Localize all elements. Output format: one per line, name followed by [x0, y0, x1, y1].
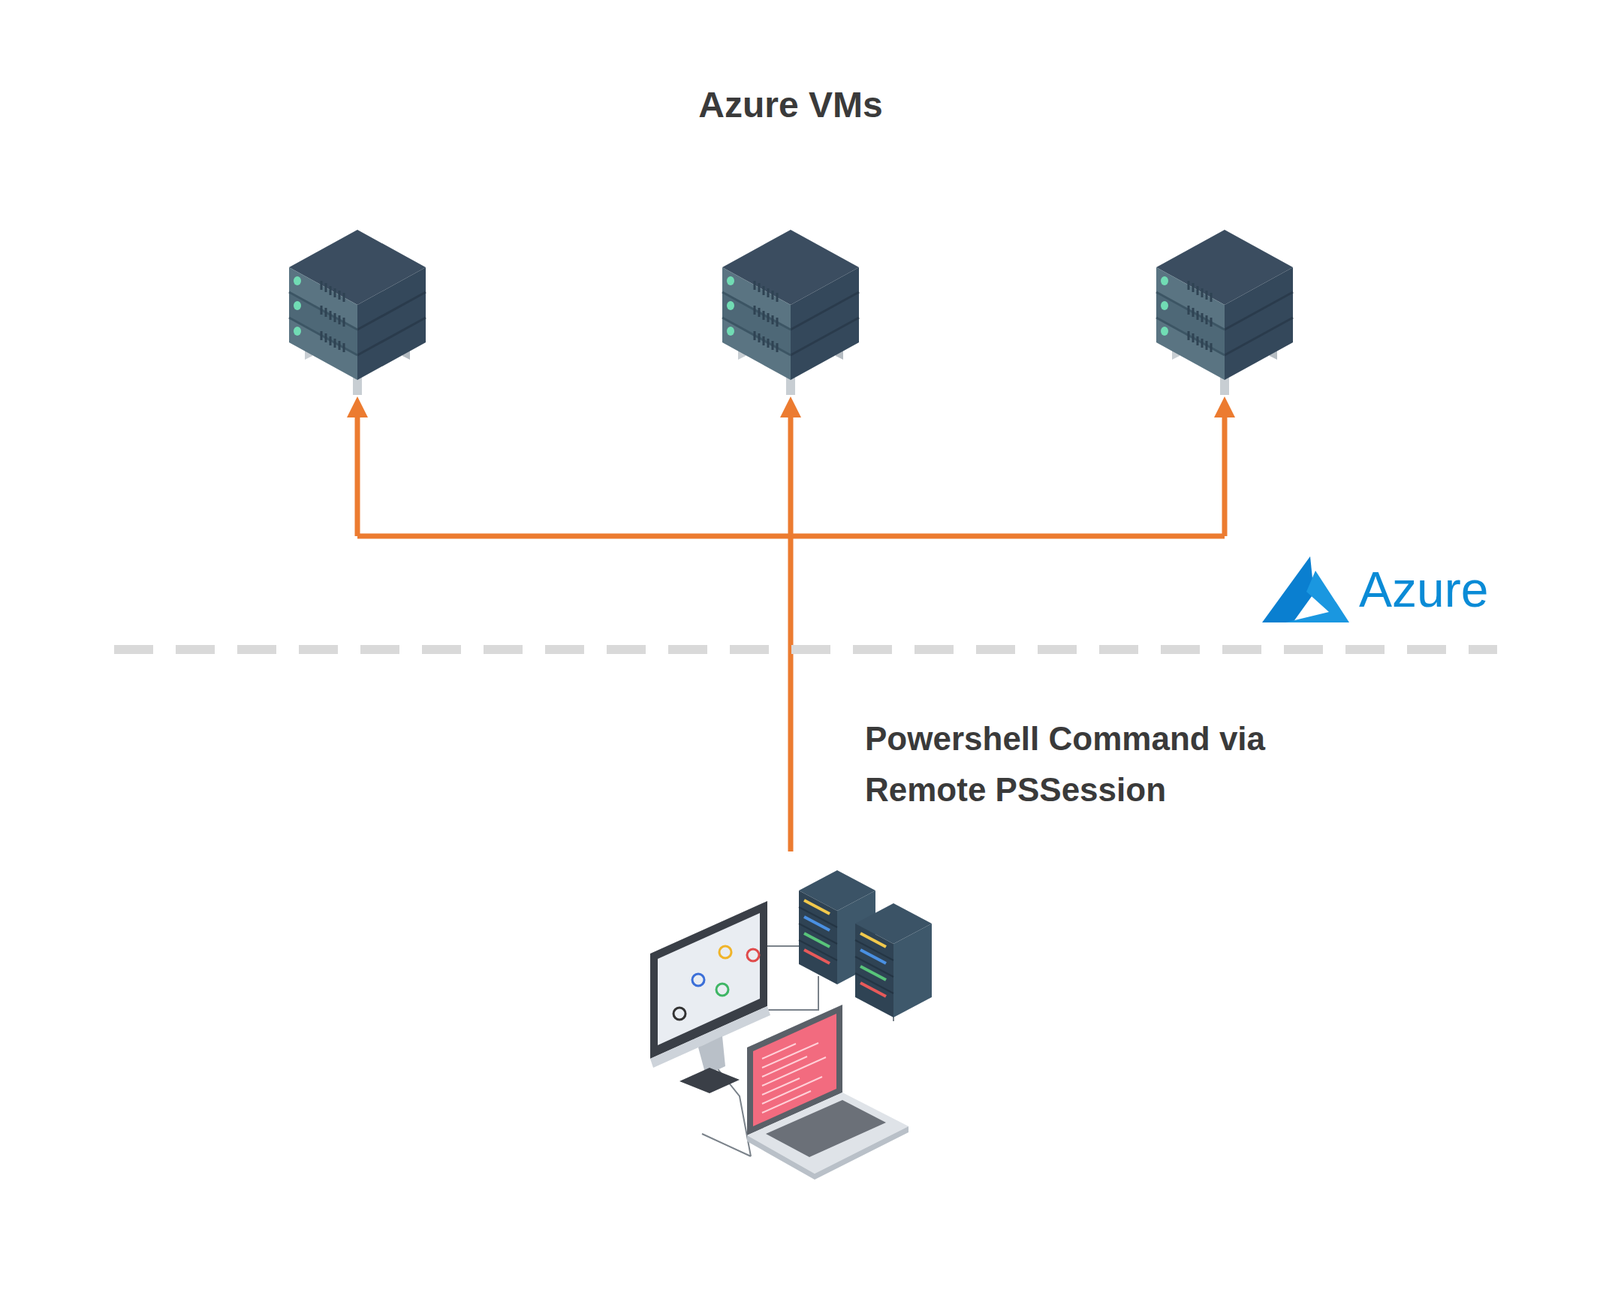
- azure-logo: [1262, 556, 1350, 623]
- vm-server: [289, 229, 426, 395]
- azure-wordmark: Azure: [1358, 564, 1489, 615]
- diagram-title: Azure VMs: [698, 84, 883, 126]
- boundary-line: [114, 644, 1498, 654]
- vm-server: [722, 229, 859, 395]
- workstation: [650, 870, 932, 1180]
- vm-server: [1156, 229, 1293, 395]
- connector-note: Powershell Command via Remote PSSession: [864, 713, 1301, 816]
- arrowheads: [346, 396, 1236, 418]
